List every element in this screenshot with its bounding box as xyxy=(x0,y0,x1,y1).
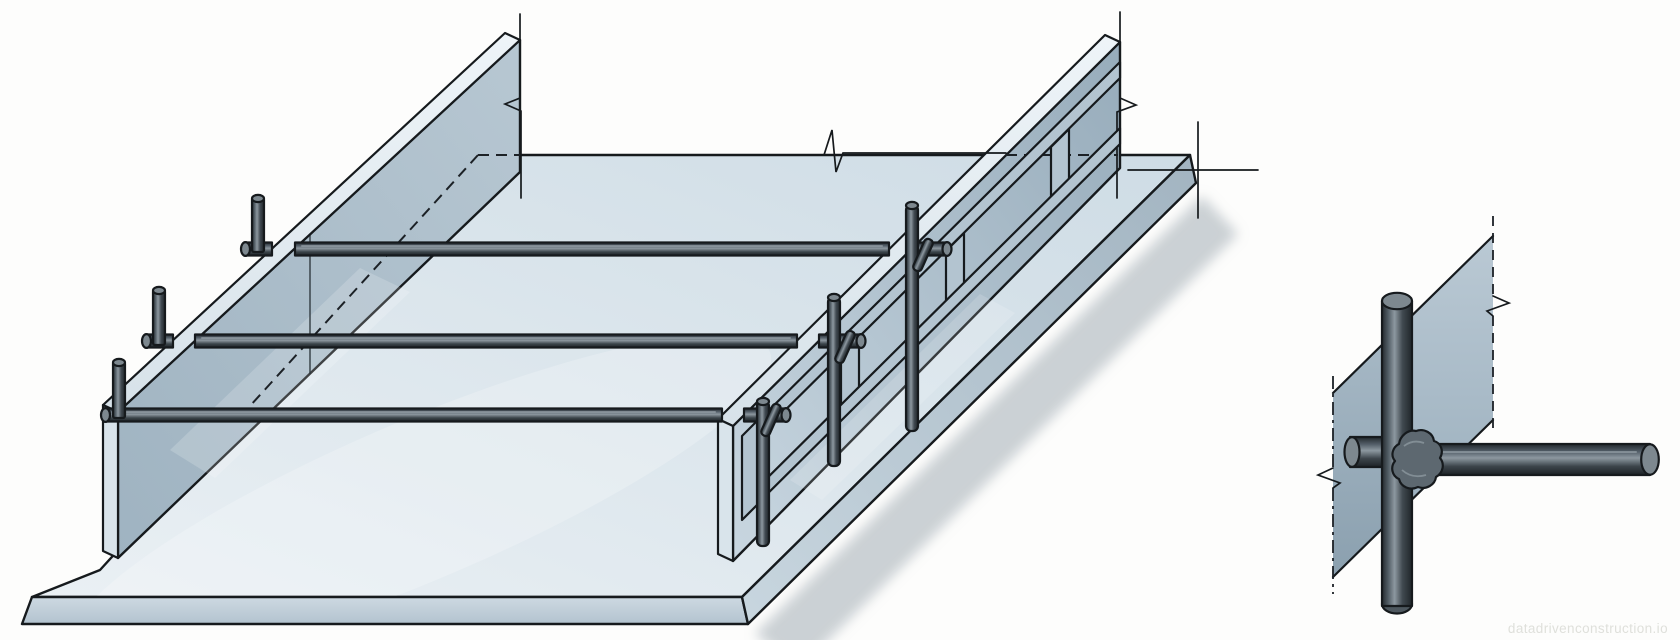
right-panel-end-face xyxy=(716,417,735,563)
pin-cap xyxy=(111,357,127,368)
pin xyxy=(111,360,127,420)
left-panel-break-line xyxy=(502,13,522,199)
clamp-rod xyxy=(826,295,842,468)
slab-back-edge xyxy=(521,129,1007,173)
tie-rod-3 xyxy=(99,407,792,424)
left-panel-sheen xyxy=(170,268,410,478)
right-panel-sheen xyxy=(790,294,1015,500)
tie-rod-1-right-cap xyxy=(941,241,953,258)
left-wall-pins xyxy=(111,193,266,420)
tie-rod-1 xyxy=(239,241,953,258)
tie-rod-2-span xyxy=(193,333,799,349)
slab-drop-shadow xyxy=(755,196,1238,640)
left-formwork-panel xyxy=(101,13,522,560)
horizontal-rod-end-cap xyxy=(1640,443,1660,476)
clamp-rod-cap xyxy=(755,396,771,407)
tie-rod-3-left-cap xyxy=(99,407,112,424)
wedge-pin xyxy=(760,402,782,438)
plate-right-break-jog xyxy=(1485,295,1512,317)
hidden-slab-edges-left xyxy=(239,154,520,418)
vertical-rod-top-cap xyxy=(1380,291,1414,311)
main-isometric-view xyxy=(20,11,1259,640)
tie-rod-1-left-cap xyxy=(239,241,252,258)
pin xyxy=(250,196,266,254)
tie-rod-2-right-cap xyxy=(855,333,867,350)
tie-rod-2-left-cap xyxy=(140,333,153,350)
tie-rod-2 xyxy=(140,333,867,350)
right-wall-clamp-rods xyxy=(755,200,920,548)
wedge-pins xyxy=(760,237,934,438)
plate-left-break-jog xyxy=(1315,467,1342,489)
wedge-pin xyxy=(834,329,856,365)
tie-rod-3-span xyxy=(102,407,724,423)
left-panel-end-face xyxy=(101,403,120,560)
tie-rod-pins xyxy=(111,193,934,548)
clamp-rod-cap xyxy=(826,292,842,303)
pin-cap xyxy=(250,193,266,204)
pin-cap xyxy=(151,285,167,296)
clamp-rod xyxy=(904,203,920,433)
wedge-pin xyxy=(912,237,934,273)
slab-corner-extension-lines xyxy=(1127,121,1259,219)
tie-rod-1-span xyxy=(293,241,891,257)
weld-bead-texture xyxy=(1401,440,1427,478)
tie-rod-3-right-cap xyxy=(780,407,792,424)
weld-detail-view xyxy=(1315,216,1660,615)
slab-right-face xyxy=(740,153,1198,626)
slab-front-face xyxy=(20,595,750,626)
pin xyxy=(151,288,167,347)
clamp-rod-cap xyxy=(904,200,920,211)
watermark-text: datadrivenconstruction.io xyxy=(1508,621,1668,636)
horizontal-rod-back-cap xyxy=(1343,436,1361,468)
horizontal-rod xyxy=(1410,442,1652,477)
